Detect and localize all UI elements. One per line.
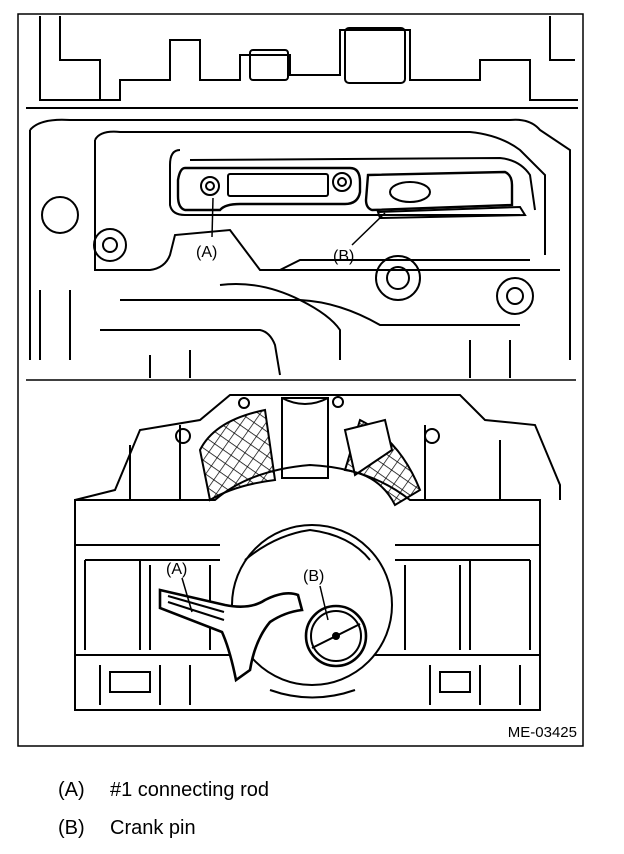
top-callout-leaders: [211, 197, 386, 246]
top-panel: [26, 16, 578, 378]
top-callout-a: (A): [196, 244, 217, 261]
bottom-panel: [74, 394, 561, 711]
legend-key: (A): [58, 779, 85, 801]
engine-diagram: (A) (B): [17, 13, 584, 747]
bottom-callout-b: (B): [303, 568, 324, 585]
legend-key: (B): [58, 817, 85, 839]
legend-item-b: (B) Crank pin: [58, 816, 196, 840]
bottom-callout-leaders: [181, 577, 329, 621]
bottom-callout-a: (A): [166, 561, 187, 578]
top-callout-b: (B): [333, 248, 354, 265]
legend-item-a: (A) #1 connecting rod: [58, 778, 269, 802]
legend-text: Crank pin: [110, 817, 196, 839]
figure-code: ME-03425: [508, 724, 577, 741]
legend-text: #1 connecting rod: [110, 779, 270, 801]
